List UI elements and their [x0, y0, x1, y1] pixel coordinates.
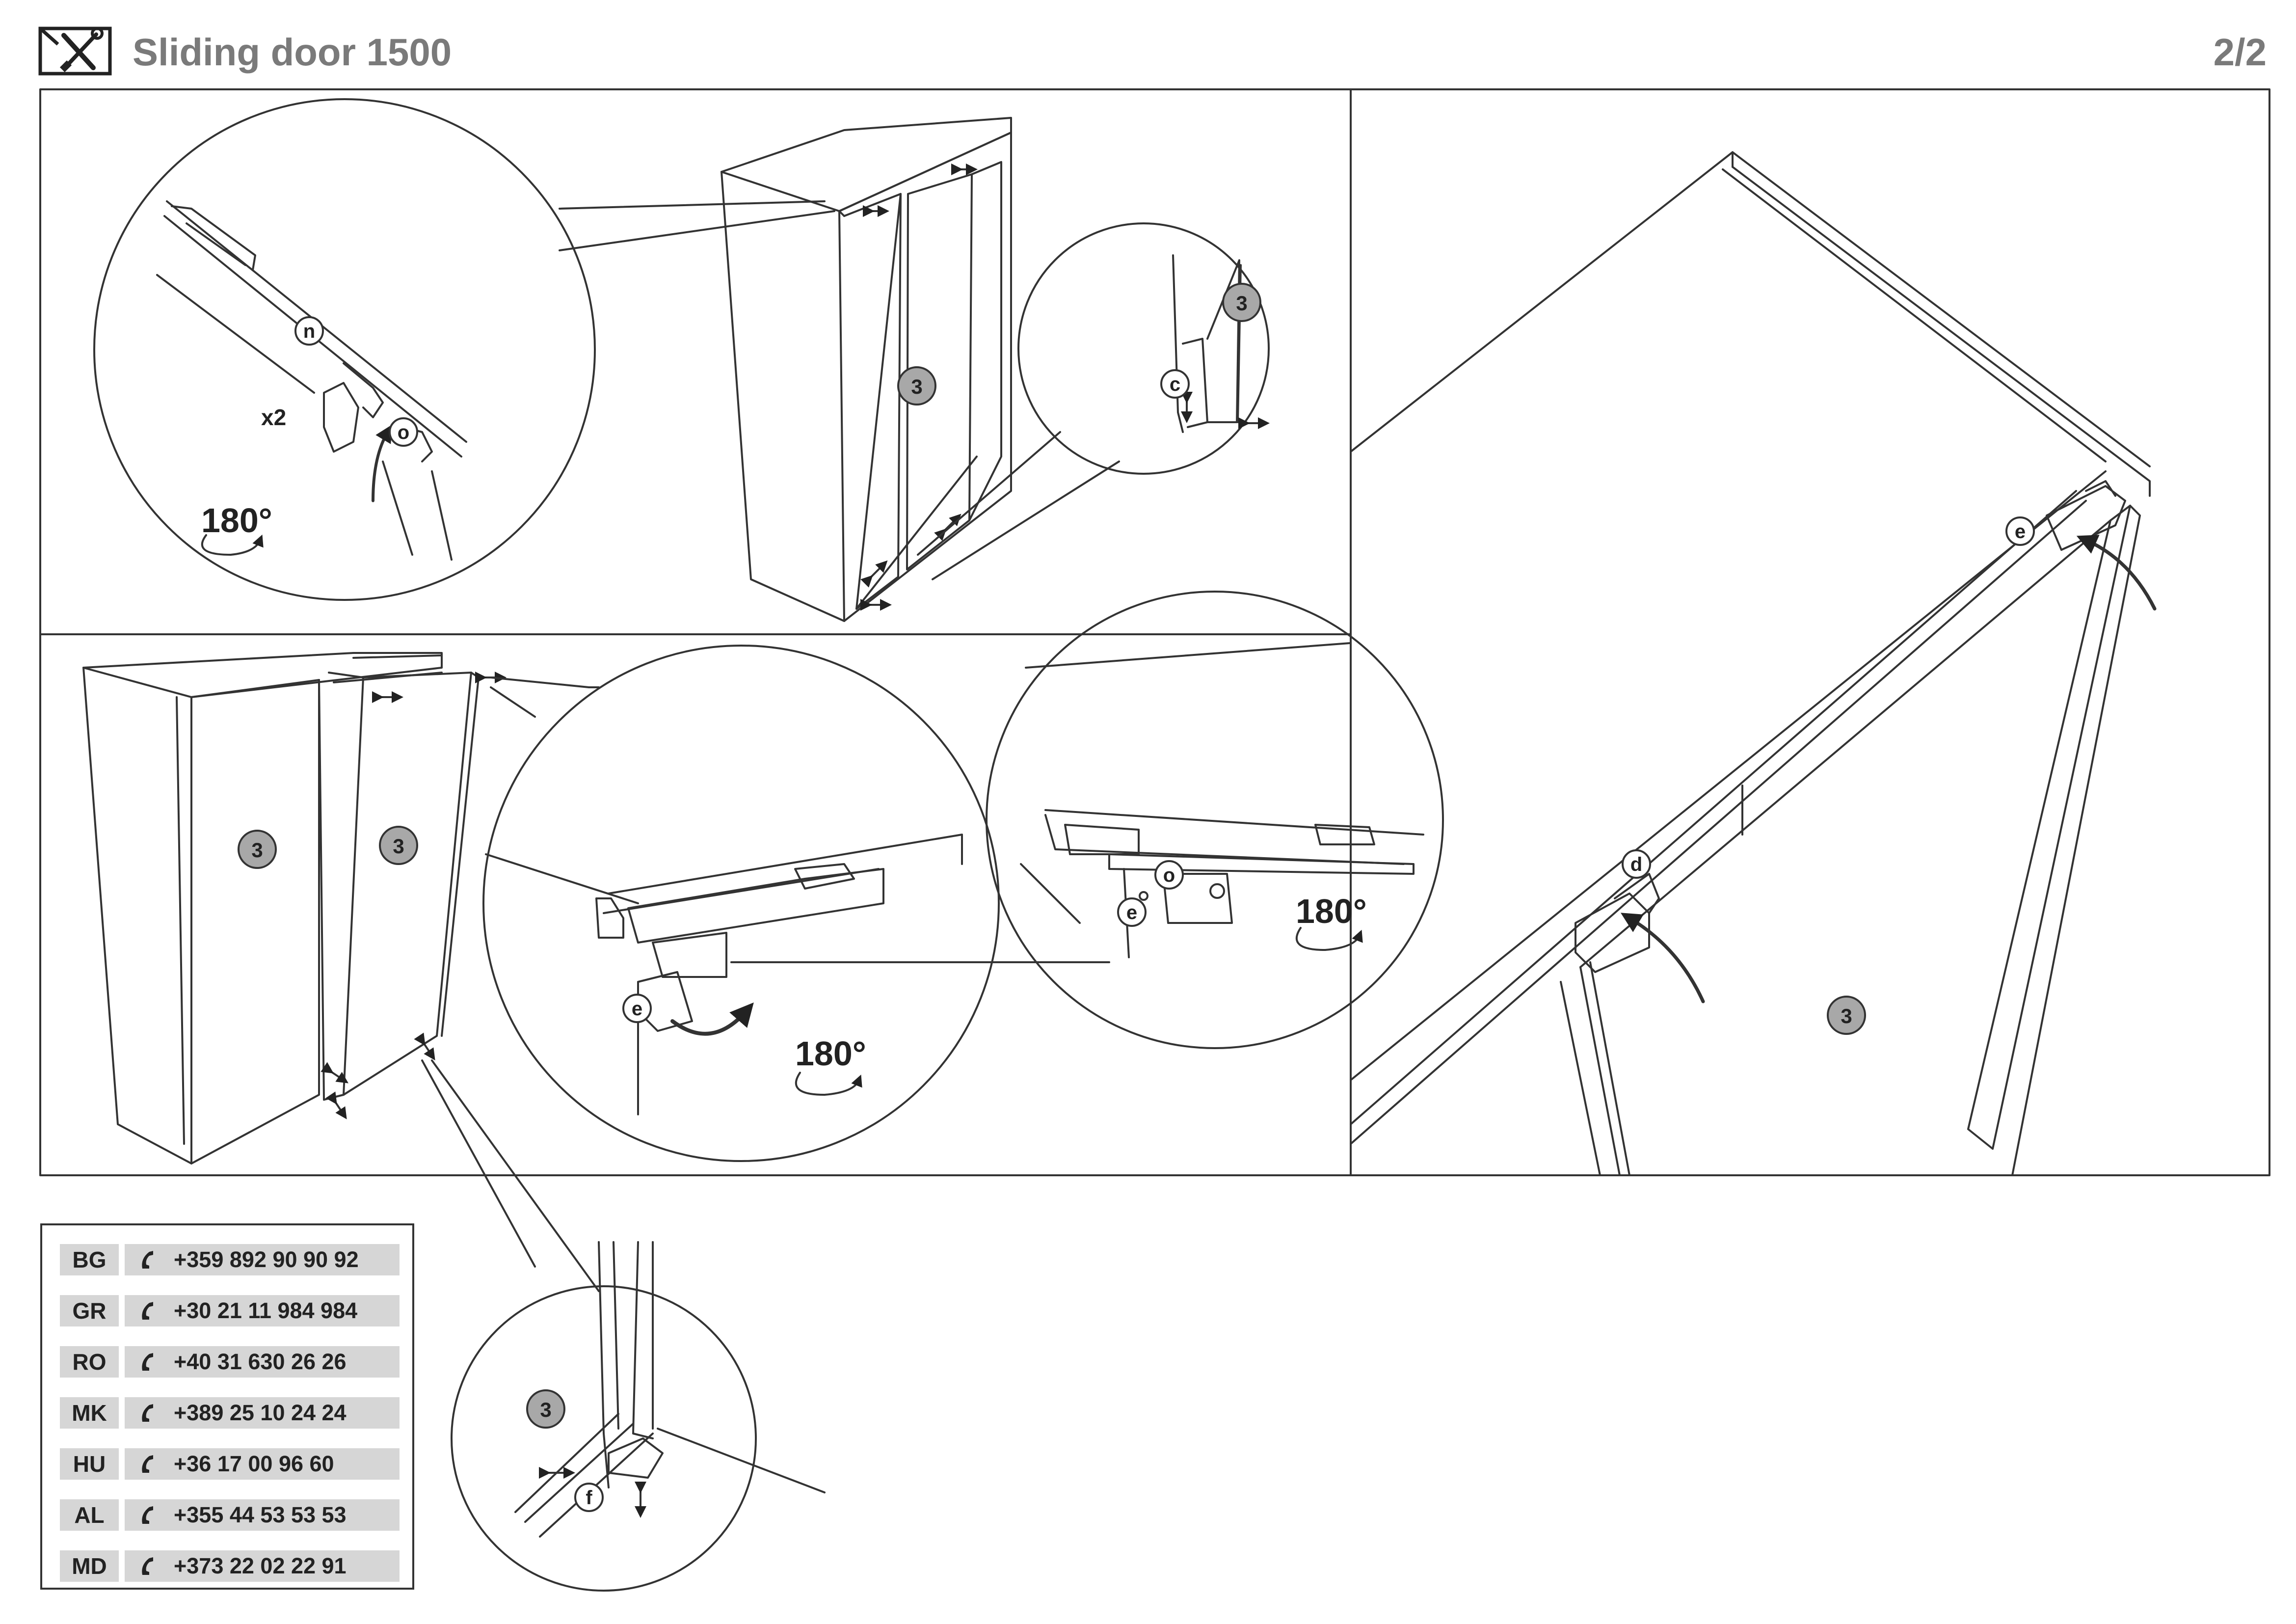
detail-circle-middle-right [986, 591, 1444, 1049]
badge-part-3-c: 3 [238, 830, 277, 869]
phone-icon [142, 1251, 153, 1269]
phone-icon [142, 1302, 153, 1320]
support-contacts-table: BG +359 892 90 90 92 GR +30 21 11 984 98… [40, 1223, 414, 1590]
detail-e-rail [485, 834, 963, 1115]
svg-text:o: o [398, 422, 409, 443]
badge-part-3-e: 3 [526, 1389, 565, 1429]
country-code: MK [60, 1397, 119, 1429]
svg-text:3: 3 [911, 375, 922, 398]
phone-number: +359 892 90 90 92 [174, 1247, 359, 1272]
label-f: f [574, 1483, 604, 1512]
phone-cell: +355 44 53 53 53 [125, 1499, 400, 1531]
country-code: HU [60, 1448, 119, 1480]
page-title: Sliding door 1500 [133, 30, 452, 74]
phone-number: +389 25 10 24 24 [174, 1400, 347, 1425]
rotate-180-label-3: 180° [1296, 892, 1367, 930]
phone-icon [142, 1404, 153, 1422]
rotate-180-label-1: 180° [201, 501, 272, 540]
door-close-up [1350, 151, 2157, 1176]
label-o-top: o [389, 417, 418, 447]
badge-part-3-d: 3 [379, 826, 418, 865]
phone-number: +36 17 00 96 60 [174, 1451, 334, 1476]
detail-o-e [1025, 642, 1424, 958]
svg-text:3: 3 [540, 1398, 551, 1421]
country-code: AL [60, 1499, 119, 1531]
panel-frame [39, 88, 2270, 1176]
detail-circle-bottom [451, 1285, 757, 1592]
svg-text:o: o [1163, 865, 1175, 886]
quantity-label: x2 [261, 405, 286, 430]
rotate-180-arrow-3 [1295, 927, 1363, 951]
detail-circle-top-left [93, 98, 596, 601]
country-code: MD [60, 1550, 119, 1582]
phone-cell: +389 25 10 24 24 [125, 1397, 400, 1429]
page-header: Sliding door 1500 2/2 [38, 27, 2267, 76]
phone-cell: +373 22 02 22 91 [125, 1550, 400, 1582]
phone-icon [142, 1353, 153, 1371]
callouts: 3 3 3 3 3 3 n o [201, 283, 2035, 1512]
label-c: c [1160, 369, 1190, 399]
label-o-right: o [1154, 860, 1184, 890]
phone-number: +355 44 53 53 53 [174, 1502, 347, 1527]
label-n: n [294, 316, 324, 346]
page-number: 2/2 [2213, 30, 2267, 74]
svg-text:3: 3 [1841, 1004, 1852, 1028]
svg-text:e: e [632, 998, 642, 1020]
rotate-180-label-2: 180° [795, 1034, 866, 1073]
svg-text:3: 3 [1236, 292, 1247, 315]
badge-part-3-f: 3 [1827, 996, 1866, 1035]
phone-icon [142, 1557, 153, 1575]
svg-text:n: n [303, 321, 315, 342]
country-code: RO [60, 1346, 119, 1378]
phone-number: +373 22 02 22 91 [174, 1553, 347, 1578]
svg-text:f: f [586, 1487, 592, 1509]
svg-text:3: 3 [251, 839, 263, 862]
tools-icon [38, 27, 112, 76]
phone-cell: +359 892 90 90 92 [125, 1244, 400, 1275]
phone-cell: +36 17 00 96 60 [125, 1448, 400, 1480]
rotate-180-arrow-2 [795, 1072, 862, 1096]
detail-circle-top-right [1017, 222, 1270, 475]
country-code: GR [60, 1295, 119, 1326]
phone-number: +30 21 11 984 984 [174, 1298, 358, 1323]
phone-cell: +40 31 630 26 26 [125, 1346, 400, 1378]
country-code: BG [60, 1244, 119, 1275]
wardrobe-step1 [721, 117, 1012, 622]
label-e-right: e [1117, 897, 1147, 927]
wardrobe-step2 [82, 652, 507, 1164]
badge-part-3-b: 3 [1222, 283, 1261, 322]
label-e-middle: e [622, 994, 652, 1023]
rotate-180-arrow-1 [201, 534, 264, 556]
label-d: d [1622, 849, 1651, 879]
detail-f [514, 1241, 826, 1538]
svg-text:3: 3 [393, 835, 404, 858]
svg-text:e: e [2015, 521, 2026, 542]
phone-cell: +30 21 11 984 984 [125, 1295, 400, 1326]
rotate-arrow [372, 424, 393, 502]
phone-number: +40 31 630 26 26 [174, 1349, 347, 1374]
phone-icon [142, 1455, 153, 1473]
detail-circle-middle [482, 645, 1000, 1162]
svg-text:d: d [1630, 854, 1642, 875]
svg-text:e: e [1126, 902, 1137, 923]
svg-text:c: c [1170, 374, 1180, 395]
badge-part-3-a: 3 [897, 366, 936, 406]
label-e-door: e [2005, 516, 2035, 546]
phone-icon [142, 1506, 153, 1524]
